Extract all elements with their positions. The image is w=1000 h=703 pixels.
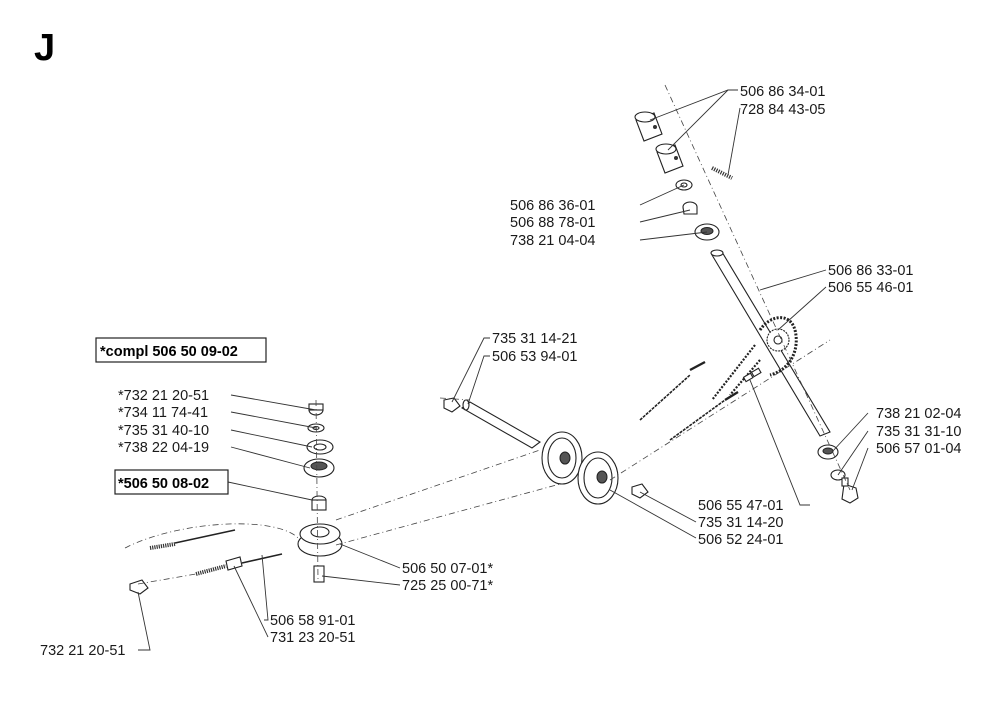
label-506-58-91-01: 506 58 91-01	[270, 613, 355, 629]
label-731-23-20-51: 731 23 20-51	[270, 630, 355, 646]
cable-end-nut	[129, 579, 149, 595]
label-506-86-34-01: 506 86 34-01	[740, 84, 825, 100]
label-735-31-14-21: 735 31 14-21	[492, 331, 577, 347]
label-506-86-36-01: 506 86 36-01	[510, 198, 595, 214]
label-734-11-74-41-star: *734 11 74-41	[118, 405, 208, 421]
label-506-55-46-01: 506 55 46-01	[828, 280, 913, 296]
lock-washer	[306, 439, 334, 455]
label-506-55-47-01: 506 55 47-01	[698, 498, 783, 514]
axle-rod	[461, 399, 541, 449]
label-506-57-01-04: 506 57 01-04	[876, 441, 961, 457]
pulley-icon	[297, 523, 343, 557]
label-732-21-20-51-star: *732 21 20-51	[118, 388, 209, 404]
label-735-31-31-10: 735 31 31-10	[876, 424, 961, 440]
centerlines	[124, 84, 851, 585]
label-738-21-02-04: 738 21 02-04	[876, 406, 961, 422]
bearing-pulley	[303, 458, 335, 478]
label-725-25-00-71-star: 725 25 00-71*	[402, 578, 493, 594]
label-506-52-24-01: 506 52 24-01	[698, 532, 783, 548]
bushing	[682, 201, 698, 215]
spur-gear-icon	[766, 328, 790, 352]
leader-lines	[137, 89, 869, 651]
label-506-53-94-01: 506 53 94-01	[492, 349, 577, 365]
pulley-bolt	[313, 565, 325, 583]
label-728-84-43-05: 728 84 43-05	[740, 102, 825, 118]
hex-bolt	[841, 477, 859, 504]
spacer-sleeve	[311, 495, 327, 511]
kit-506-50-08-02-box: *506 50 08-02	[114, 469, 229, 495]
chain-links	[742, 367, 762, 383]
label-506-86-33-01: 506 86 33-01	[828, 263, 913, 279]
label-738-21-04-04: 738 21 04-04	[510, 233, 595, 249]
label-735-31-40-10-star: *735 31 40-10	[118, 423, 209, 439]
cable-icon	[149, 360, 739, 576]
label-506-88-78-01: 506 88 78-01	[510, 215, 595, 231]
label-738-22-04-19-star: *738 22 04-19	[118, 440, 209, 456]
compl-kit-box: *compl 506 50 09-02	[95, 337, 267, 363]
section-letter: J	[34, 27, 55, 69]
wheel-spacer-nut	[631, 483, 649, 499]
label-732-21-20-51: 732 21 20-51	[40, 643, 125, 659]
label-506-50-07-01-star: 506 50 07-01*	[402, 561, 493, 577]
kit-506-50-08-02-label: *506 50 08-02	[118, 476, 209, 492]
coupling-sleeve-upper	[634, 111, 663, 142]
coupling-sleeve-lower	[655, 143, 684, 174]
axle-end-nut	[443, 397, 461, 413]
label-735-31-14-20: 735 31 14-20	[698, 515, 783, 531]
chain-icon	[711, 316, 798, 401]
washer-small	[675, 179, 693, 191]
wheel-icon	[541, 431, 619, 505]
compl-kit-label: *compl 506 50 09-02	[100, 344, 238, 360]
